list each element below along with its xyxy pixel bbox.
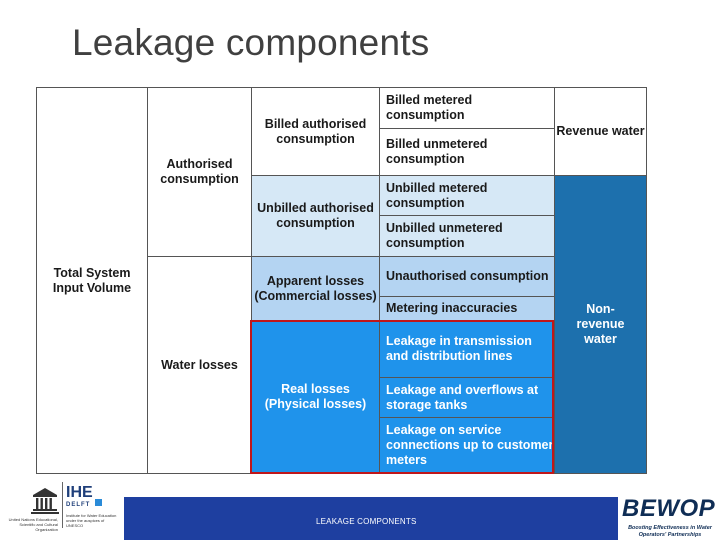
non-revenue-water: Non-revenue water bbox=[554, 175, 647, 474]
unbilled-unmetered-consumption: Unbilled unmetered consumption bbox=[379, 215, 555, 257]
leakage-overflows-storage-tanks: Leakage and overflows at storage tanks bbox=[379, 377, 555, 418]
leakage-transmission-distribution: Leakage in transmission and distribution… bbox=[379, 320, 555, 378]
ihe-logo-square bbox=[95, 499, 102, 506]
footer-label: LEAKAGE COMPONENTS bbox=[316, 517, 417, 526]
unbilled-metered-consumption: Unbilled metered consumption bbox=[379, 175, 555, 216]
billed-unmetered-consumption: Billed unmetered consumption bbox=[379, 128, 555, 176]
billed-metered-consumption: Billed metered consumption bbox=[379, 87, 555, 129]
bewop-logo bbox=[618, 497, 720, 540]
revenue-water: Revenue water bbox=[554, 87, 647, 176]
unesco-caption: United Nations Educational, Scientific a… bbox=[8, 517, 58, 532]
delft-logo-text: DELFT bbox=[66, 502, 91, 508]
unauthorised-consumption: Unauthorised consumption bbox=[379, 256, 555, 297]
leakage-service-connections: Leakage on service connections up to cus… bbox=[379, 417, 555, 474]
bewop-logo-text: BEWOP bbox=[622, 495, 716, 522]
ihe-logo-text: IHE bbox=[66, 484, 93, 501]
billed-authorised-consumption: Billed authorised consumption bbox=[251, 87, 380, 176]
unbilled-authorised-consumption: Unbilled authorised consumption bbox=[251, 175, 380, 257]
water-losses: Water losses bbox=[147, 256, 252, 474]
unesco-temple-icon bbox=[31, 488, 59, 514]
real-losses: Real losses (Physical losses) bbox=[251, 320, 380, 474]
slide-title: Leakage components bbox=[72, 22, 430, 63]
metering-inaccuracies: Metering inaccuracies bbox=[379, 296, 555, 321]
authorised-consumption: Authorised consumption bbox=[147, 87, 252, 257]
total-system-input-volume: Total System Input Volume bbox=[36, 87, 148, 474]
apparent-losses: Apparent losses (Commercial losses) bbox=[251, 256, 380, 321]
ihe-caption: Institute for Water Education under the … bbox=[66, 513, 117, 528]
bewop-tagline: Boosting Effectiveness in Water Operator… bbox=[628, 525, 712, 538]
logo-divider bbox=[62, 482, 63, 528]
